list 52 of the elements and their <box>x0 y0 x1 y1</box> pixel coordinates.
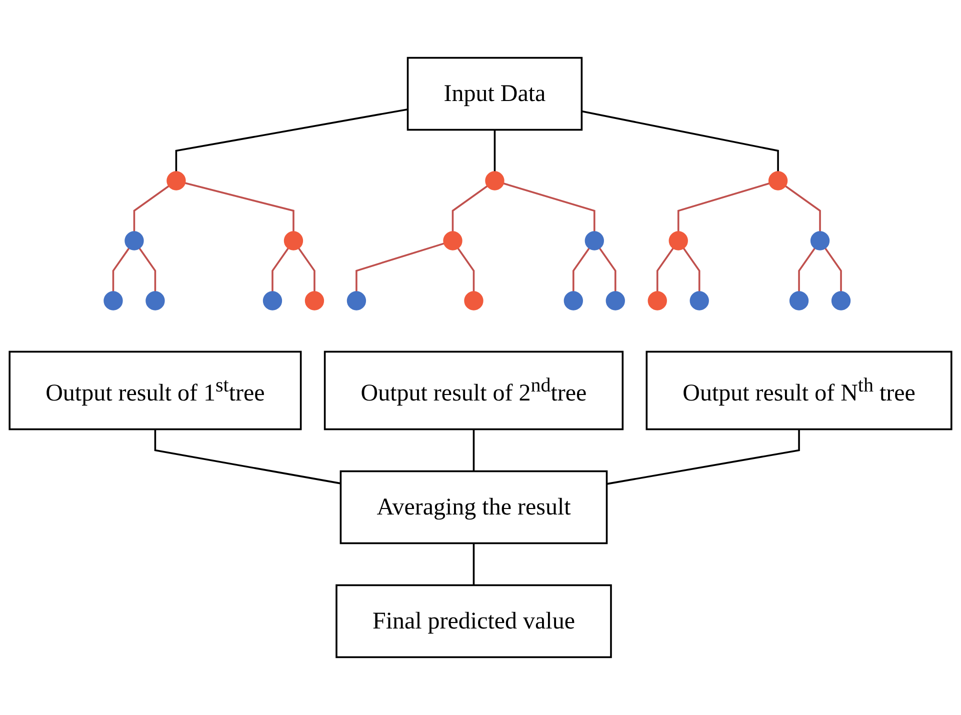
node-circle <box>648 291 667 310</box>
node-circle <box>464 291 484 310</box>
connector <box>472 429 475 472</box>
node-box: Final predicted value <box>336 584 612 658</box>
connector <box>682 248 700 292</box>
node-circle <box>789 291 809 310</box>
node-circle <box>668 231 688 250</box>
node-box: Output result of 2$^{nd}$tree <box>324 350 624 430</box>
node-circle <box>606 291 625 310</box>
connector <box>138 248 156 292</box>
node-circle <box>564 291 583 310</box>
node-circle <box>690 291 709 310</box>
node-box: Output result of N$^{th}$ tree <box>646 350 952 430</box>
connector <box>677 182 770 232</box>
connector <box>112 248 130 292</box>
node-circle <box>584 231 604 250</box>
node-box: Input Data <box>406 56 583 131</box>
node-circle <box>768 171 788 190</box>
node-circle <box>810 231 830 250</box>
connector <box>606 429 800 485</box>
node-circle <box>262 291 282 310</box>
node-circle <box>443 231 462 250</box>
node-circle <box>346 291 366 310</box>
connector <box>798 248 816 292</box>
connector <box>472 543 475 586</box>
connector <box>356 242 444 292</box>
connector <box>494 130 496 172</box>
node-circle <box>831 291 851 310</box>
node-circle <box>146 291 165 310</box>
node-circle <box>104 291 123 310</box>
connector <box>298 248 316 292</box>
connector <box>175 108 408 172</box>
node-circle <box>166 171 186 190</box>
node-box: Averaging the result <box>340 470 608 544</box>
connector <box>572 248 590 292</box>
node-box: Output result of 1$^{st}$tree <box>8 350 302 430</box>
node-circle <box>485 171 504 190</box>
connector <box>824 248 842 292</box>
connector <box>656 248 674 292</box>
connector <box>133 185 170 232</box>
connector <box>784 185 821 232</box>
connector <box>272 248 290 292</box>
connector <box>598 248 616 292</box>
connector <box>582 110 779 172</box>
connector <box>184 182 294 232</box>
connector <box>503 182 596 232</box>
node-circle <box>304 291 324 310</box>
connector <box>154 429 341 484</box>
node-circle <box>124 231 144 250</box>
connector <box>452 185 488 232</box>
node-circle <box>284 231 304 250</box>
connector <box>457 248 475 292</box>
